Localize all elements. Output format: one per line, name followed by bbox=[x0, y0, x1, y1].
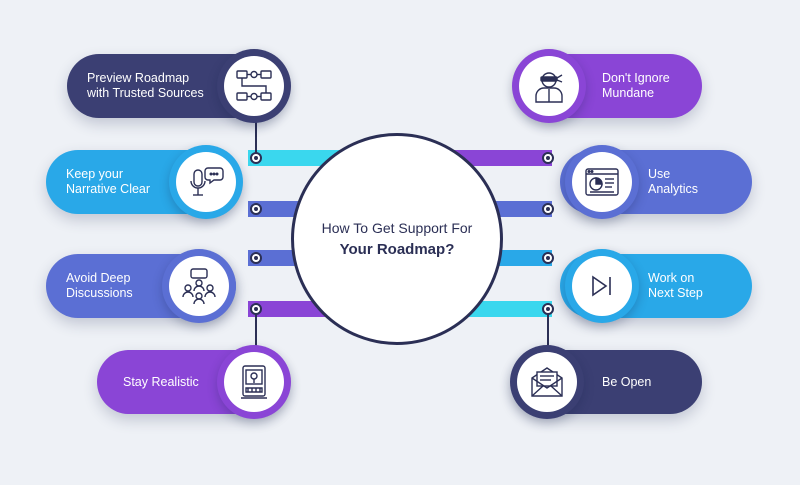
ring-mundane bbox=[512, 49, 586, 123]
analytics-dashboard-icon bbox=[585, 168, 619, 196]
center-title-line2: Your Roadmap? bbox=[339, 241, 455, 258]
connector-dot bbox=[542, 203, 554, 215]
ring-analytics bbox=[565, 145, 639, 219]
ring-open bbox=[510, 345, 584, 419]
group-discussion-icon bbox=[182, 268, 216, 305]
item-analytics-line1: Use bbox=[648, 167, 671, 181]
ring-narrative bbox=[169, 145, 243, 219]
connector-line-preview bbox=[255, 116, 257, 158]
item-narrative-line1: Keep your bbox=[66, 167, 123, 181]
masked-person-icon bbox=[535, 72, 563, 103]
open-envelope-icon bbox=[531, 367, 563, 397]
connector-dot bbox=[250, 252, 262, 264]
item-mundane-line2: Mundane bbox=[602, 86, 655, 100]
center-title-line1: How To Get Support For bbox=[321, 220, 473, 236]
item-preview-line2: with Trusted Sources bbox=[87, 86, 204, 100]
connector-dot bbox=[250, 152, 262, 164]
connector-line-realistic bbox=[255, 310, 257, 352]
kiosk-screen-icon bbox=[241, 365, 267, 399]
flowchart-gears-icon bbox=[236, 70, 272, 101]
item-preview-line1: Preview Roadmap bbox=[87, 71, 190, 85]
item-nextstep-line2: Next Step bbox=[648, 286, 703, 300]
item-deep-line2: Discussions bbox=[66, 286, 133, 300]
item-analytics-line2: Analytics bbox=[648, 182, 699, 196]
microphone-chat-icon bbox=[190, 167, 224, 196]
item-deep-line1: Avoid Deep bbox=[66, 271, 131, 285]
ring-deep bbox=[162, 249, 236, 323]
connector-dot bbox=[542, 152, 554, 164]
item-narrative-line2: Narrative Clear bbox=[66, 182, 151, 196]
connector-dot bbox=[250, 203, 262, 215]
item-open-line1: Be Open bbox=[602, 374, 652, 389]
connector-dot bbox=[250, 303, 262, 315]
ring-nextstep bbox=[565, 249, 639, 323]
ring-realistic bbox=[217, 345, 291, 419]
ring-preview bbox=[217, 49, 291, 123]
connector-dot bbox=[542, 252, 554, 264]
next-step-icon bbox=[592, 275, 611, 297]
connector-dot bbox=[542, 303, 554, 315]
item-nextstep-line1: Work on bbox=[648, 271, 695, 285]
connector-line-open bbox=[547, 310, 549, 356]
item-realistic-line1: Stay Realistic bbox=[123, 374, 199, 389]
center-circle: How To Get Support For Your Roadmap? bbox=[291, 133, 503, 345]
item-mundane-line1: Don't Ignore bbox=[602, 71, 670, 85]
